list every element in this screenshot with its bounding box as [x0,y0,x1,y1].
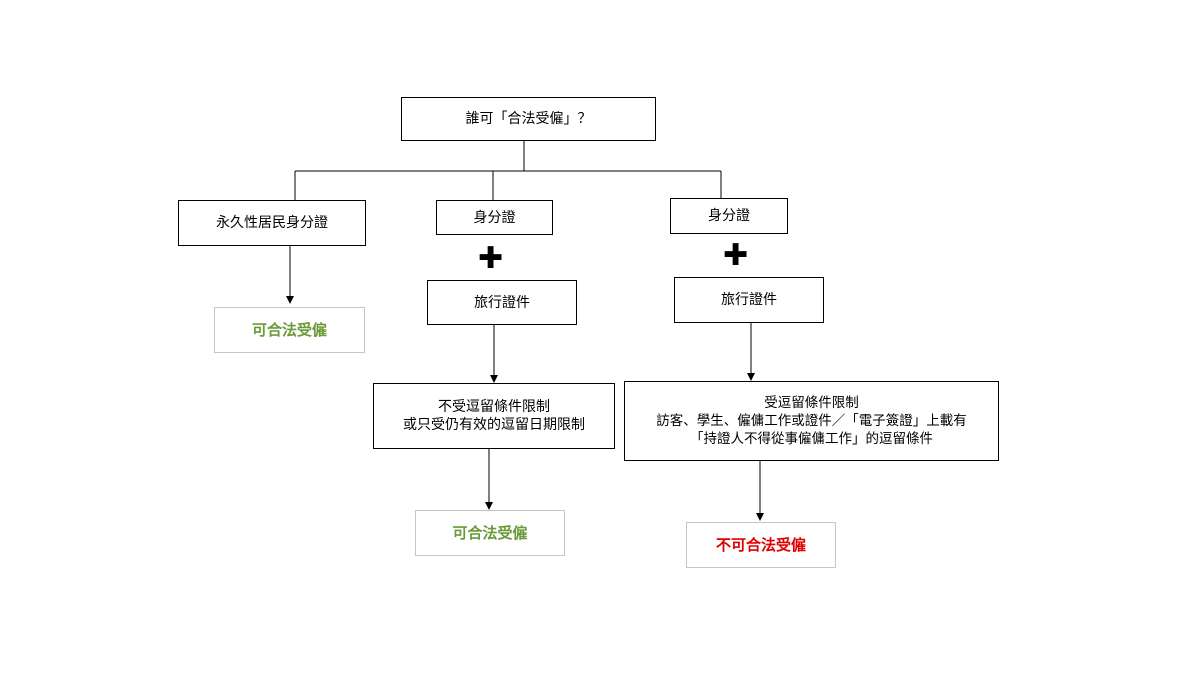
id-card-label-3: 身分證 [708,208,750,224]
permanent-id-box: 永久性居民身分證 [178,200,366,246]
result-allowed-text-2: 可合法受僱 [452,524,528,542]
travel-doc-box-2: 旅行證件 [427,280,577,325]
travel-doc-label-2: 旅行證件 [474,294,530,311]
condition-3-line-1: 受逗留條件限制 [764,395,859,411]
result-allowed-text-1: 可合法受僱 [251,321,327,339]
id-card-box-2: 身分證 [436,200,553,235]
question-box: 誰可「合法受僱」？ [401,97,656,141]
travel-doc-box-3: 旅行證件 [674,277,824,323]
permanent-id-label: 永久性居民身分證 [216,215,328,231]
question-text: 誰可「合法受僱」？ [465,111,592,127]
result-not-allowed-text: 不可合法受僱 [715,536,806,554]
result-box-3: 不可合法受僱 [686,522,836,568]
condition-3-line-3: 「持證人不得從事僱傭工作」的逗留條件 [690,431,933,447]
result-box-2: 可合法受僱 [415,510,565,556]
plus-icon-2: ✚ [478,241,504,276]
condition-2-line-1: 不受逗留條件限制 [438,399,550,415]
plus-icon-3: ✚ [723,238,749,273]
travel-doc-label-3: 旅行證件 [721,292,777,308]
condition-box-2: 不受逗留條件限制 或只受仍有效的逗留日期限制 [373,383,615,449]
id-card-label-2: 身分證 [473,209,516,226]
result-box-1: 可合法受僱 [214,307,365,353]
condition-3-line-2: 訪客、學生、僱傭工作或證件／「電子簽證」上載有 [656,413,967,429]
id-card-box-3: 身分證 [670,198,788,234]
condition-2-line-2: 或只受仍有效的逗留日期限制 [403,417,585,433]
condition-box-3: 受逗留條件限制 訪客、學生、僱傭工作或證件／「電子簽證」上載有 「持證人不得從事… [624,381,999,461]
